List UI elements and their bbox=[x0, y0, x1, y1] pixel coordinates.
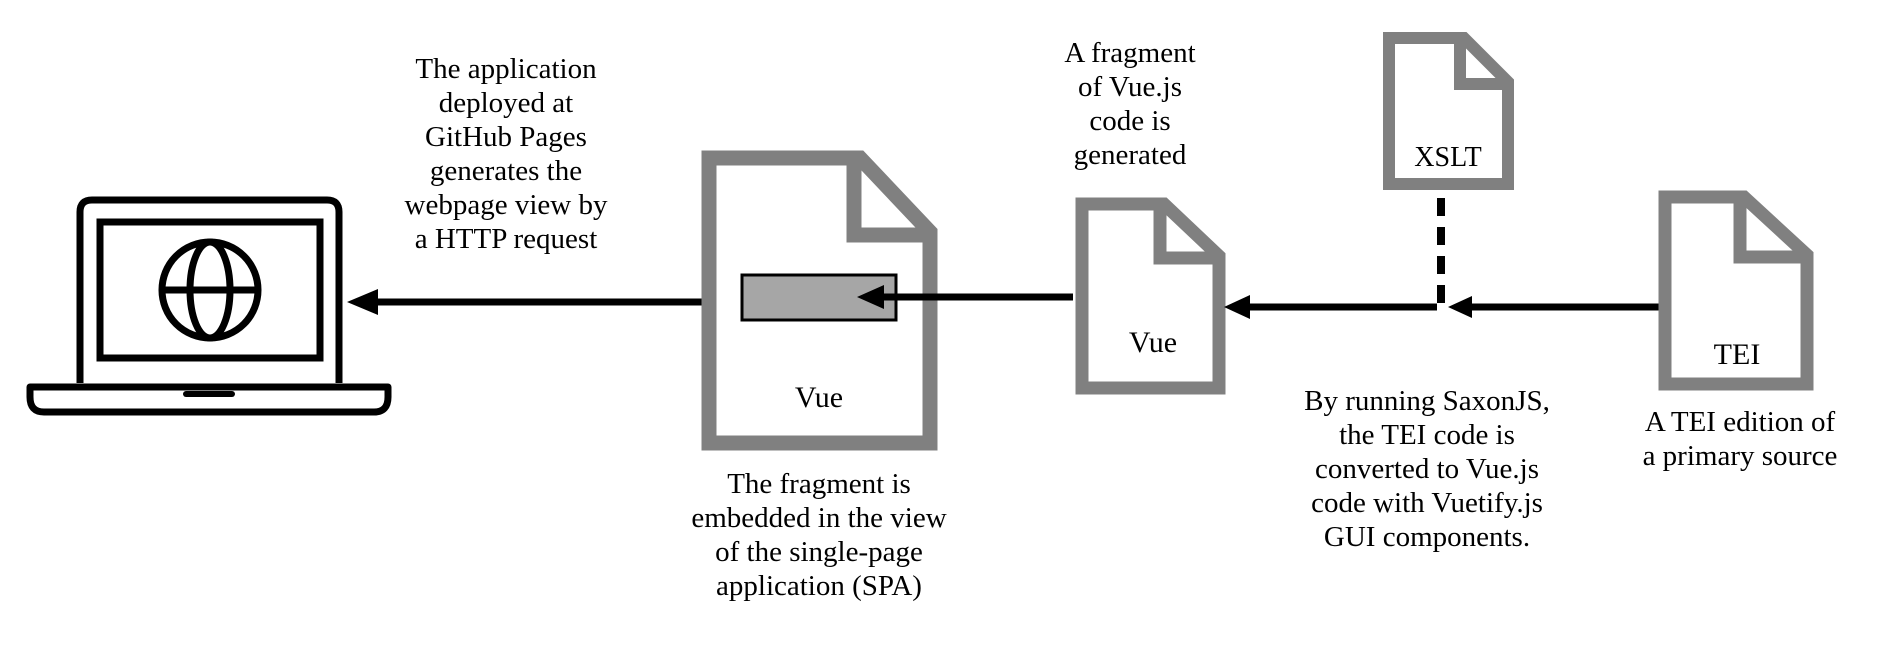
tei-document-icon: TEI bbox=[1658, 190, 1814, 391]
arrow-to-vue-large bbox=[857, 285, 1073, 309]
vue-large-label: Vue bbox=[795, 381, 843, 414]
caption-embedded: The fragment is embedded in the view of … bbox=[691, 468, 947, 602]
caption-application: The application deployed at GitHub Pages… bbox=[404, 53, 608, 255]
caption-tei-edition: A TEI edition of a primary source bbox=[1642, 406, 1838, 472]
vue-small-label: Vue bbox=[1129, 326, 1177, 359]
tei-label: TEI bbox=[1714, 338, 1761, 371]
vue-large-document-icon: Vue bbox=[701, 150, 938, 451]
xslt-label: XSLT bbox=[1414, 142, 1481, 173]
xslt-document-icon: XSLT bbox=[1383, 32, 1514, 190]
caption-fragment: A fragment of Vue.js code is generated bbox=[1064, 37, 1196, 171]
caption-saxon: By running SaxonJS, the TEI code is conv… bbox=[1304, 385, 1550, 553]
laptop-icon bbox=[26, 196, 392, 416]
vue-small-document-icon: Vue bbox=[1075, 197, 1226, 395]
globe-icon bbox=[158, 238, 262, 342]
arrow-to-laptop bbox=[347, 289, 712, 315]
arrow-to-vue-small bbox=[1224, 295, 1660, 319]
